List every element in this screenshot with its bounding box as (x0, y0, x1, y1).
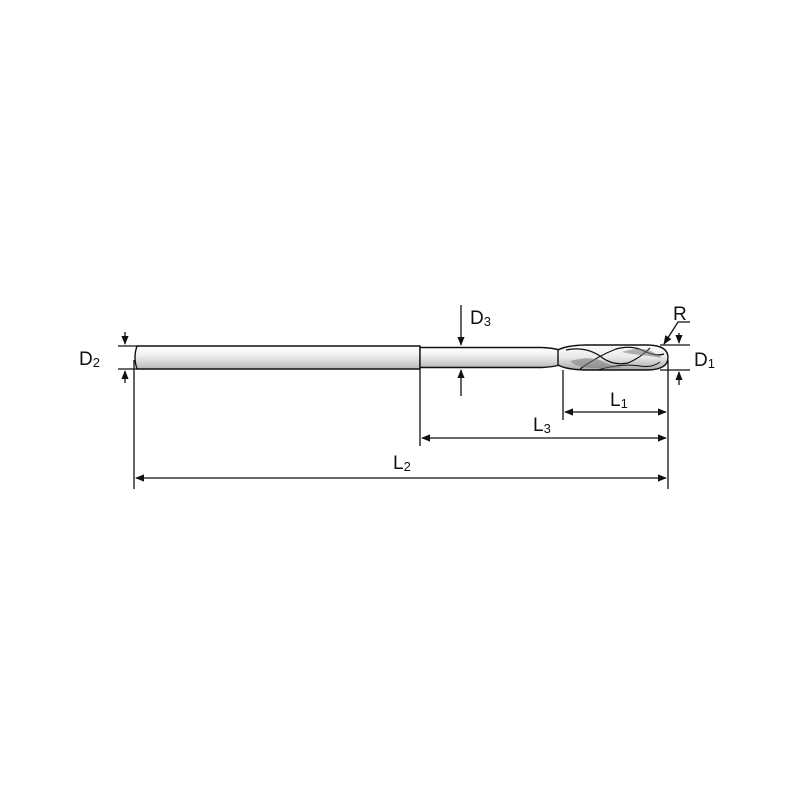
shank (134, 345, 421, 370)
extension-lines (118, 344, 690, 489)
end-mill-body (134, 344, 669, 371)
label-r: R (673, 304, 687, 325)
dimension-labels: D2 D3 D1 R L1 L3 L2 (79, 304, 715, 474)
neck (419, 346, 561, 369)
label-d1: D1 (694, 350, 715, 371)
flute-helix-1 (565, 347, 651, 365)
label-l2: L2 (393, 453, 411, 474)
label-d2: D2 (79, 349, 100, 370)
dim-r-leader (663, 321, 690, 345)
label-l1: L1 (610, 390, 628, 411)
dimension-lines (121, 305, 690, 482)
label-l3: L3 (533, 415, 551, 436)
flute-shade-2 (622, 348, 662, 358)
flute-shade (570, 358, 624, 369)
label-d3: D3 (470, 308, 491, 329)
